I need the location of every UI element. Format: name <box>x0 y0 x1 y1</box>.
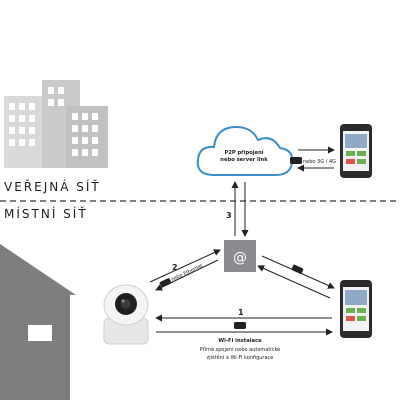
office-buildings-icon <box>4 80 108 168</box>
install-title: Wi-Fi instalace <box>218 338 262 344</box>
house-icon <box>0 244 76 400</box>
cloud-label-line1: P2P připojení <box>224 149 264 156</box>
local-smartphone-icon <box>340 280 372 338</box>
remote-smartphone-icon <box>340 124 372 178</box>
wifi-badge-icon <box>159 278 172 288</box>
cloud-label-line2: nebo server link <box>220 157 268 163</box>
step-2-label: 2 <box>172 263 178 272</box>
install-desc-line2: zjištění a Wi-Fi konfigurace <box>207 354 274 361</box>
public-network-label: VEŘEJNÁ SÍŤ <box>4 180 101 194</box>
step-1-label: 1 <box>238 308 244 317</box>
router-symbol: @ <box>233 250 247 266</box>
local-network-label: MÍSTNÍ SÍŤ <box>4 207 88 221</box>
wifi-badge-icon <box>291 264 304 274</box>
wifi-badge-icon <box>290 157 302 164</box>
install-desc-line1: Přímé spojení nebo automatické <box>200 346 281 353</box>
arrow-phone-to-router <box>257 265 331 299</box>
router-icon <box>224 240 256 272</box>
ip-camera-icon <box>103 284 149 345</box>
arrow-camera-to-router <box>149 249 221 283</box>
remote-link-label: nebo 3G / 4G <box>303 159 336 165</box>
wifi-badge-icon <box>234 322 246 329</box>
step-3-label: 3 <box>226 211 232 220</box>
